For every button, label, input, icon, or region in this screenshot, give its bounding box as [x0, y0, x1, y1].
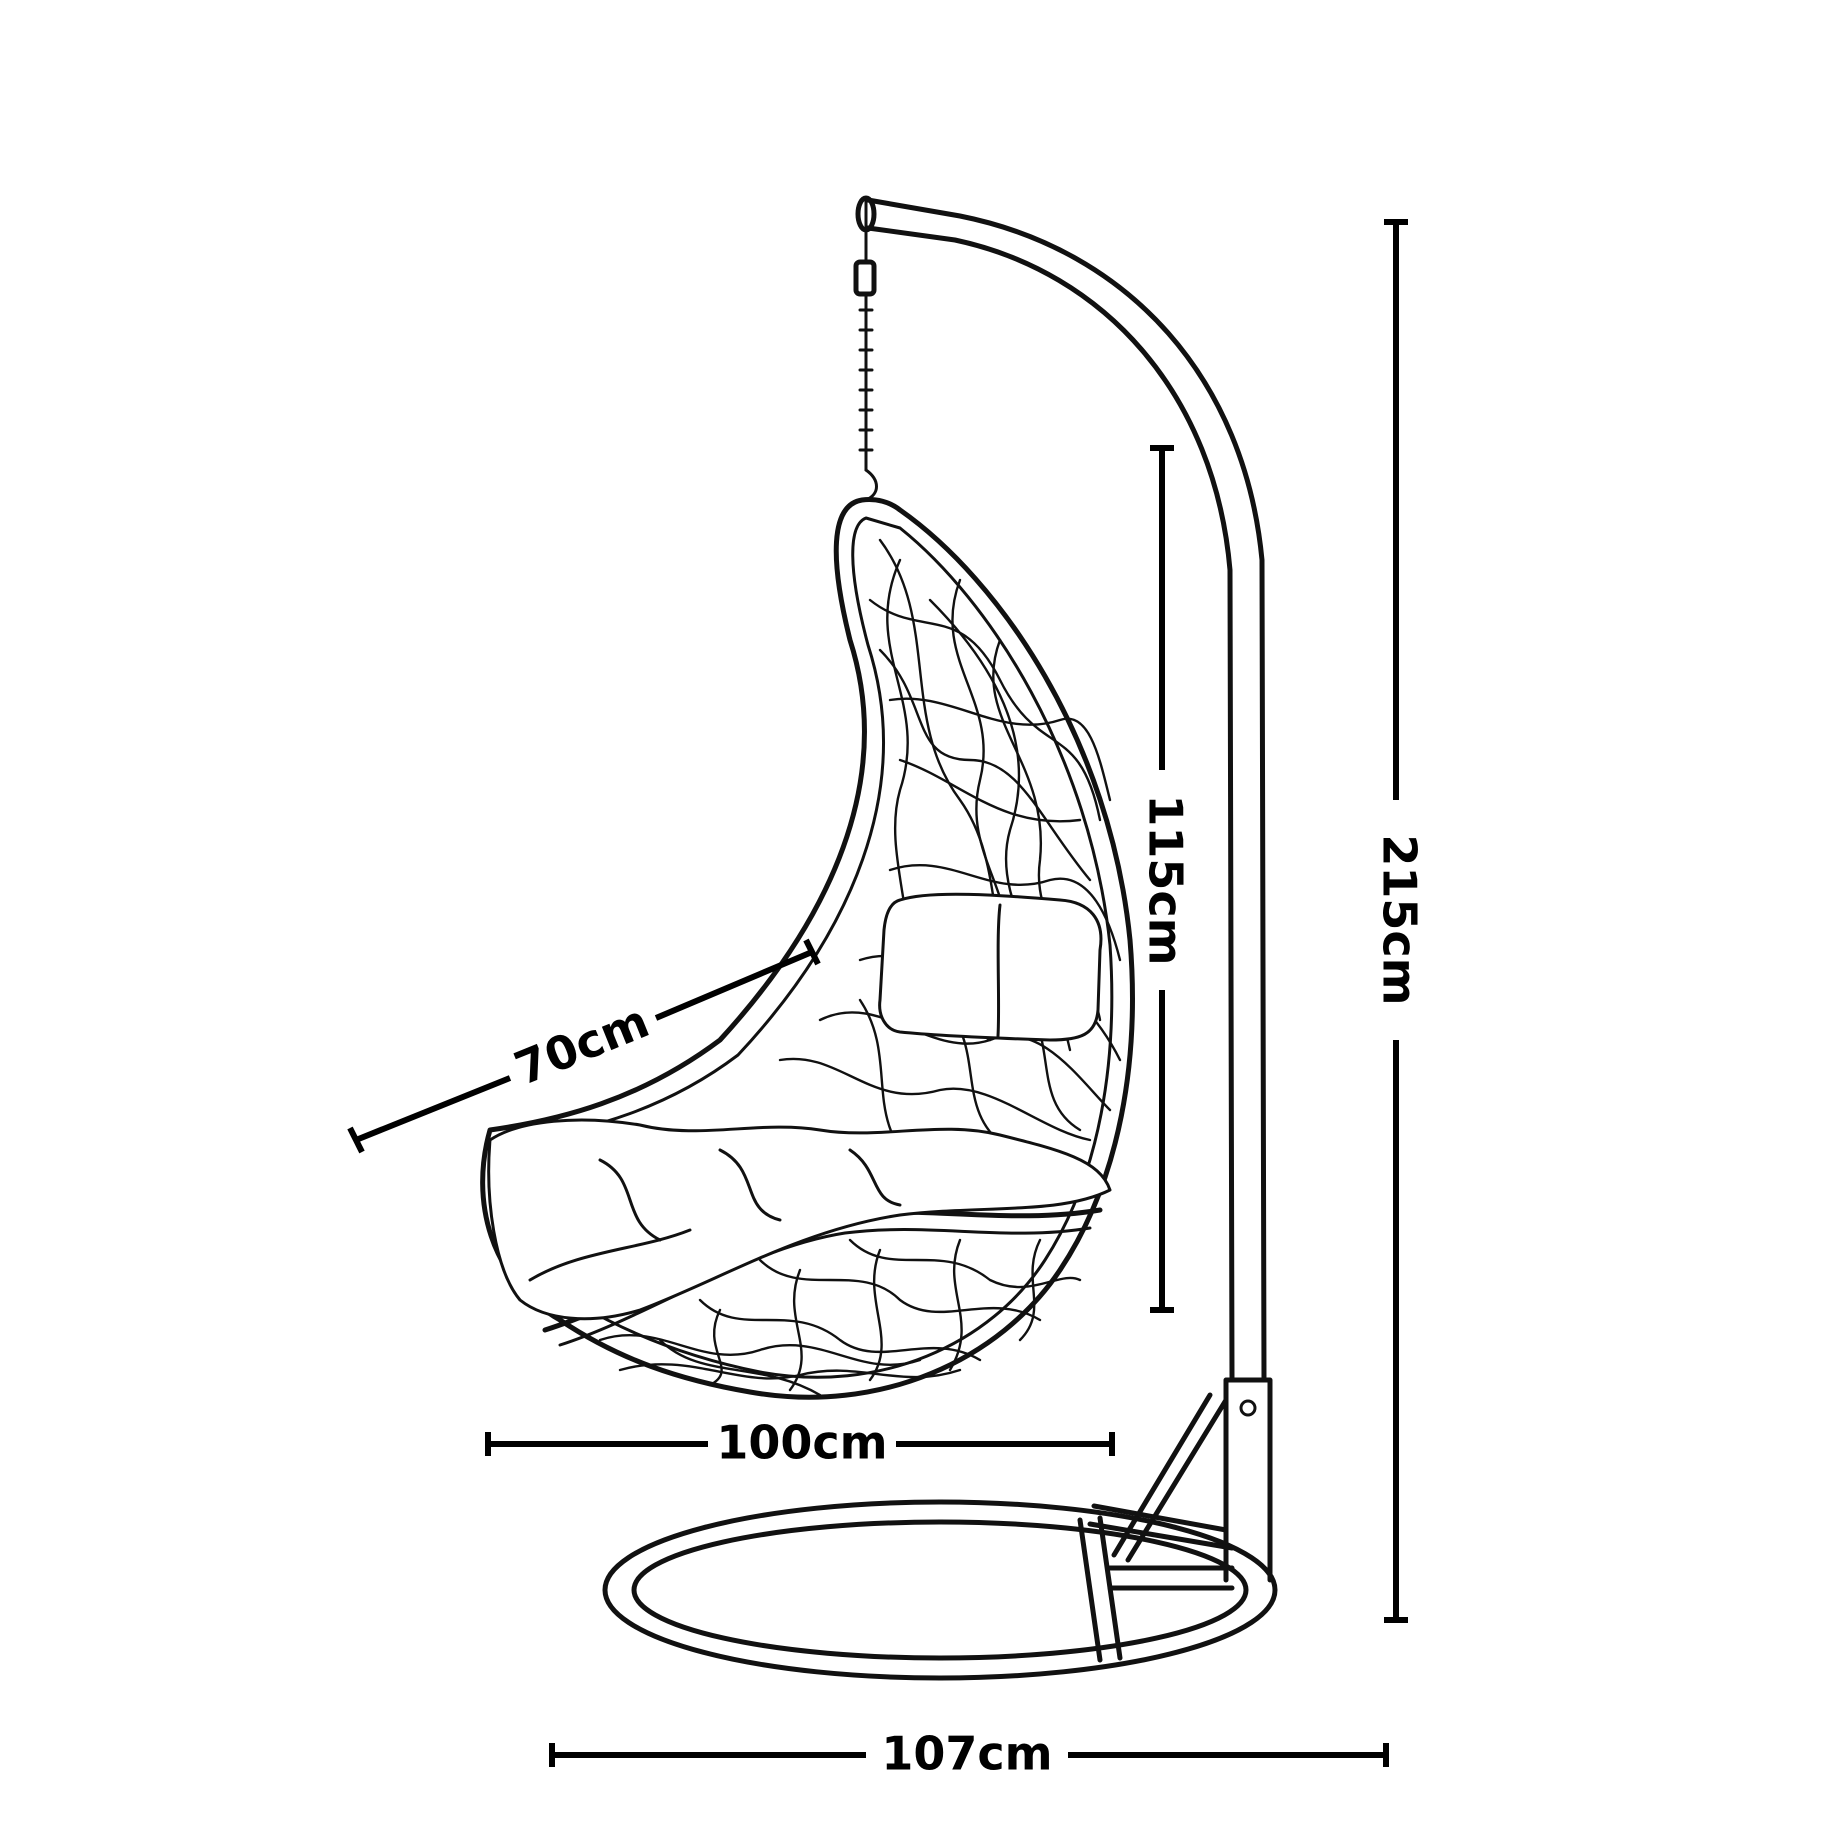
stand-base-bar-top — [1087, 1503, 1235, 1551]
basket-rim-outer — [480, 497, 1135, 1400]
dimension-label-chair-height: 115cm — [1139, 794, 1193, 965]
dimension-label-base-diameter: 107cm — [881, 1727, 1052, 1781]
chain-links — [858, 294, 874, 472]
seat-cushion-tuft-1 — [598, 1158, 662, 1242]
stand — [602, 195, 1278, 1681]
dimension-chair-height: 115cm — [1139, 445, 1193, 1313]
hanging-chain — [853, 196, 878, 502]
stand-arm-inner — [865, 225, 1235, 1383]
stand-pole-bolt — [1239, 1399, 1257, 1417]
chair-basket — [480, 497, 1135, 1400]
seat-cushion-tuft-2 — [718, 1148, 782, 1222]
stand-arm-outer — [865, 197, 1267, 1383]
chain-hook — [864, 468, 878, 502]
basket-rim-inner — [513, 516, 1114, 1379]
stand-base-ring-inner — [631, 1519, 1249, 1661]
stand-base-ring-outer — [602, 1499, 1278, 1681]
seat-cushion-tuft-3 — [848, 1148, 902, 1207]
head-cushion — [878, 892, 1103, 1042]
chain-swivel — [853, 259, 877, 297]
dimension-label-chair-depth: 70cm — [507, 994, 656, 1096]
head-cushion-seam — [996, 903, 1002, 1038]
dimension-base-diameter: 107cm — [549, 1727, 1389, 1781]
basket-seat-lip-inner — [558, 1226, 1092, 1347]
dimension-label-chair-width: 100cm — [716, 1416, 887, 1470]
dimension-label-total-height: 215cm — [1373, 834, 1427, 1005]
seat-cushion-fold — [528, 1228, 692, 1282]
seat-cushion — [487, 1118, 1112, 1321]
dimension-total-height: 215cm — [1373, 219, 1427, 1623]
stand-base-bar-horizontal — [1107, 1565, 1235, 1591]
dimension-chair-width: 100cm — [485, 1416, 1115, 1470]
